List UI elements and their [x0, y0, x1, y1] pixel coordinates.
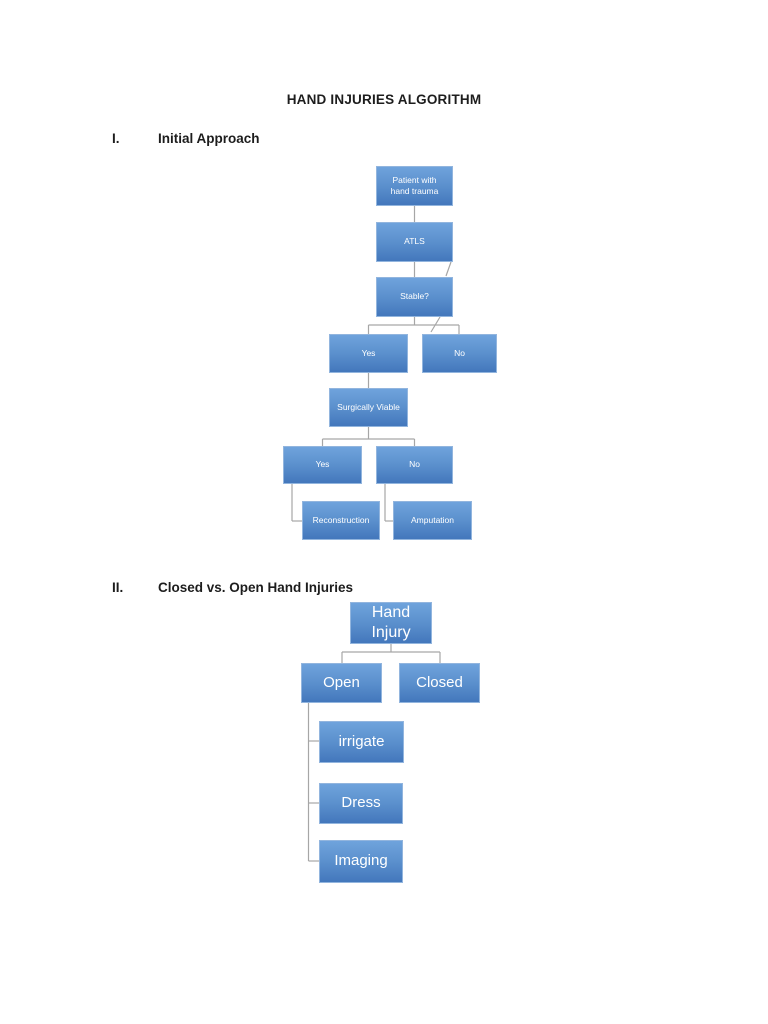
flowchart1-node-reconstruction: Reconstruction	[302, 501, 380, 540]
flowchart2-node-closed: Closed	[399, 663, 480, 703]
flowchart1-node-atls: ATLS	[376, 222, 453, 262]
section-numeral: I.	[112, 131, 120, 146]
section-heading-closed-vs-open: II. Closed vs. Open Hand Injuries	[112, 580, 353, 595]
flowchart2-node-irrigate: irrigate	[319, 721, 404, 763]
flowchart2-node-dress: Dress	[319, 783, 403, 824]
flowchart1-node-amputation: Amputation	[393, 501, 472, 540]
flowchart1-connectors	[291, 206, 460, 522]
flowchart1-node-viable-yes: Yes	[283, 446, 362, 484]
flowchart1-node-viable-no: No	[376, 446, 453, 484]
flowchart1-node-stable-no: No	[422, 334, 497, 373]
section-title: Closed vs. Open Hand Injuries	[158, 580, 354, 595]
section-title: Initial Approach	[158, 131, 260, 146]
document-title: HAND INJURIES ALGORITHM	[286, 92, 482, 107]
flowchart2-node-imaging: Imaging	[319, 840, 403, 883]
flowchart1-node-stable-yes: Yes	[329, 334, 408, 373]
section-heading-initial-approach: I. Initial Approach	[112, 131, 260, 146]
flowchart1-node-stable: Stable?	[376, 277, 453, 317]
flowchart2-connectors	[307, 644, 441, 862]
flowchart1-node-surgically-viable: Surgically Viable	[329, 388, 408, 427]
flowchart1-node-patient: Patient with hand trauma	[376, 166, 453, 206]
flowchart2-node-hand-injury: Hand Injury	[350, 602, 432, 644]
section-numeral: II.	[112, 580, 124, 595]
flowchart2-node-open: Open	[301, 663, 382, 703]
